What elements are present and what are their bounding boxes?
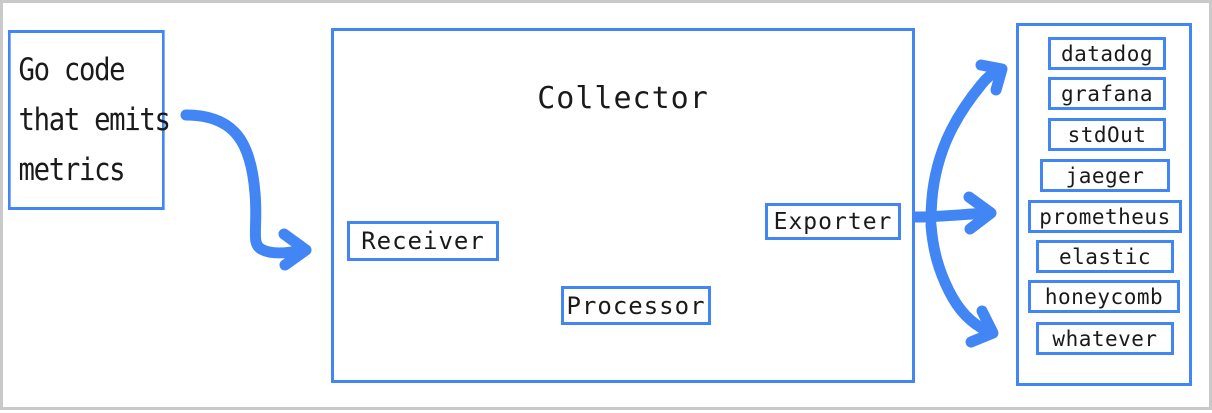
source-line-1: Go code xyxy=(18,52,126,88)
backend-item-datadog: datadog xyxy=(1048,37,1166,70)
backend-item-honeycomb: honeycomb xyxy=(1028,280,1180,313)
arrow-source-to-receiver xyxy=(180,109,312,271)
exporter-box: Exporter xyxy=(765,203,901,240)
source-code-box: Go code that emits metrics xyxy=(8,30,171,210)
receiver-box: Receiver xyxy=(347,221,499,261)
arrow-exporter-to-bottom xyxy=(925,219,999,348)
collector-title: Collector xyxy=(537,81,709,116)
backend-item-whatever: whatever xyxy=(1036,322,1174,355)
backend-item-prometheus: prometheus xyxy=(1028,200,1182,233)
source-line-2: that emits xyxy=(18,102,171,138)
backend-item-grafana: grafana xyxy=(1048,77,1166,110)
backend-item-elastic: elastic xyxy=(1036,240,1174,273)
backend-item-jaeger: jaeger xyxy=(1040,159,1170,192)
processor-box: Processor xyxy=(561,286,711,325)
backend-item-stdOut: stdOut xyxy=(1048,118,1166,151)
backends-container: datadog grafana stdOut jaeger prometheus elas… xyxy=(1016,23,1192,386)
arrow-exporter-to-middle xyxy=(917,191,997,235)
arrow-exporter-to-top xyxy=(925,59,1008,227)
source-line-3: metrics xyxy=(18,152,126,188)
